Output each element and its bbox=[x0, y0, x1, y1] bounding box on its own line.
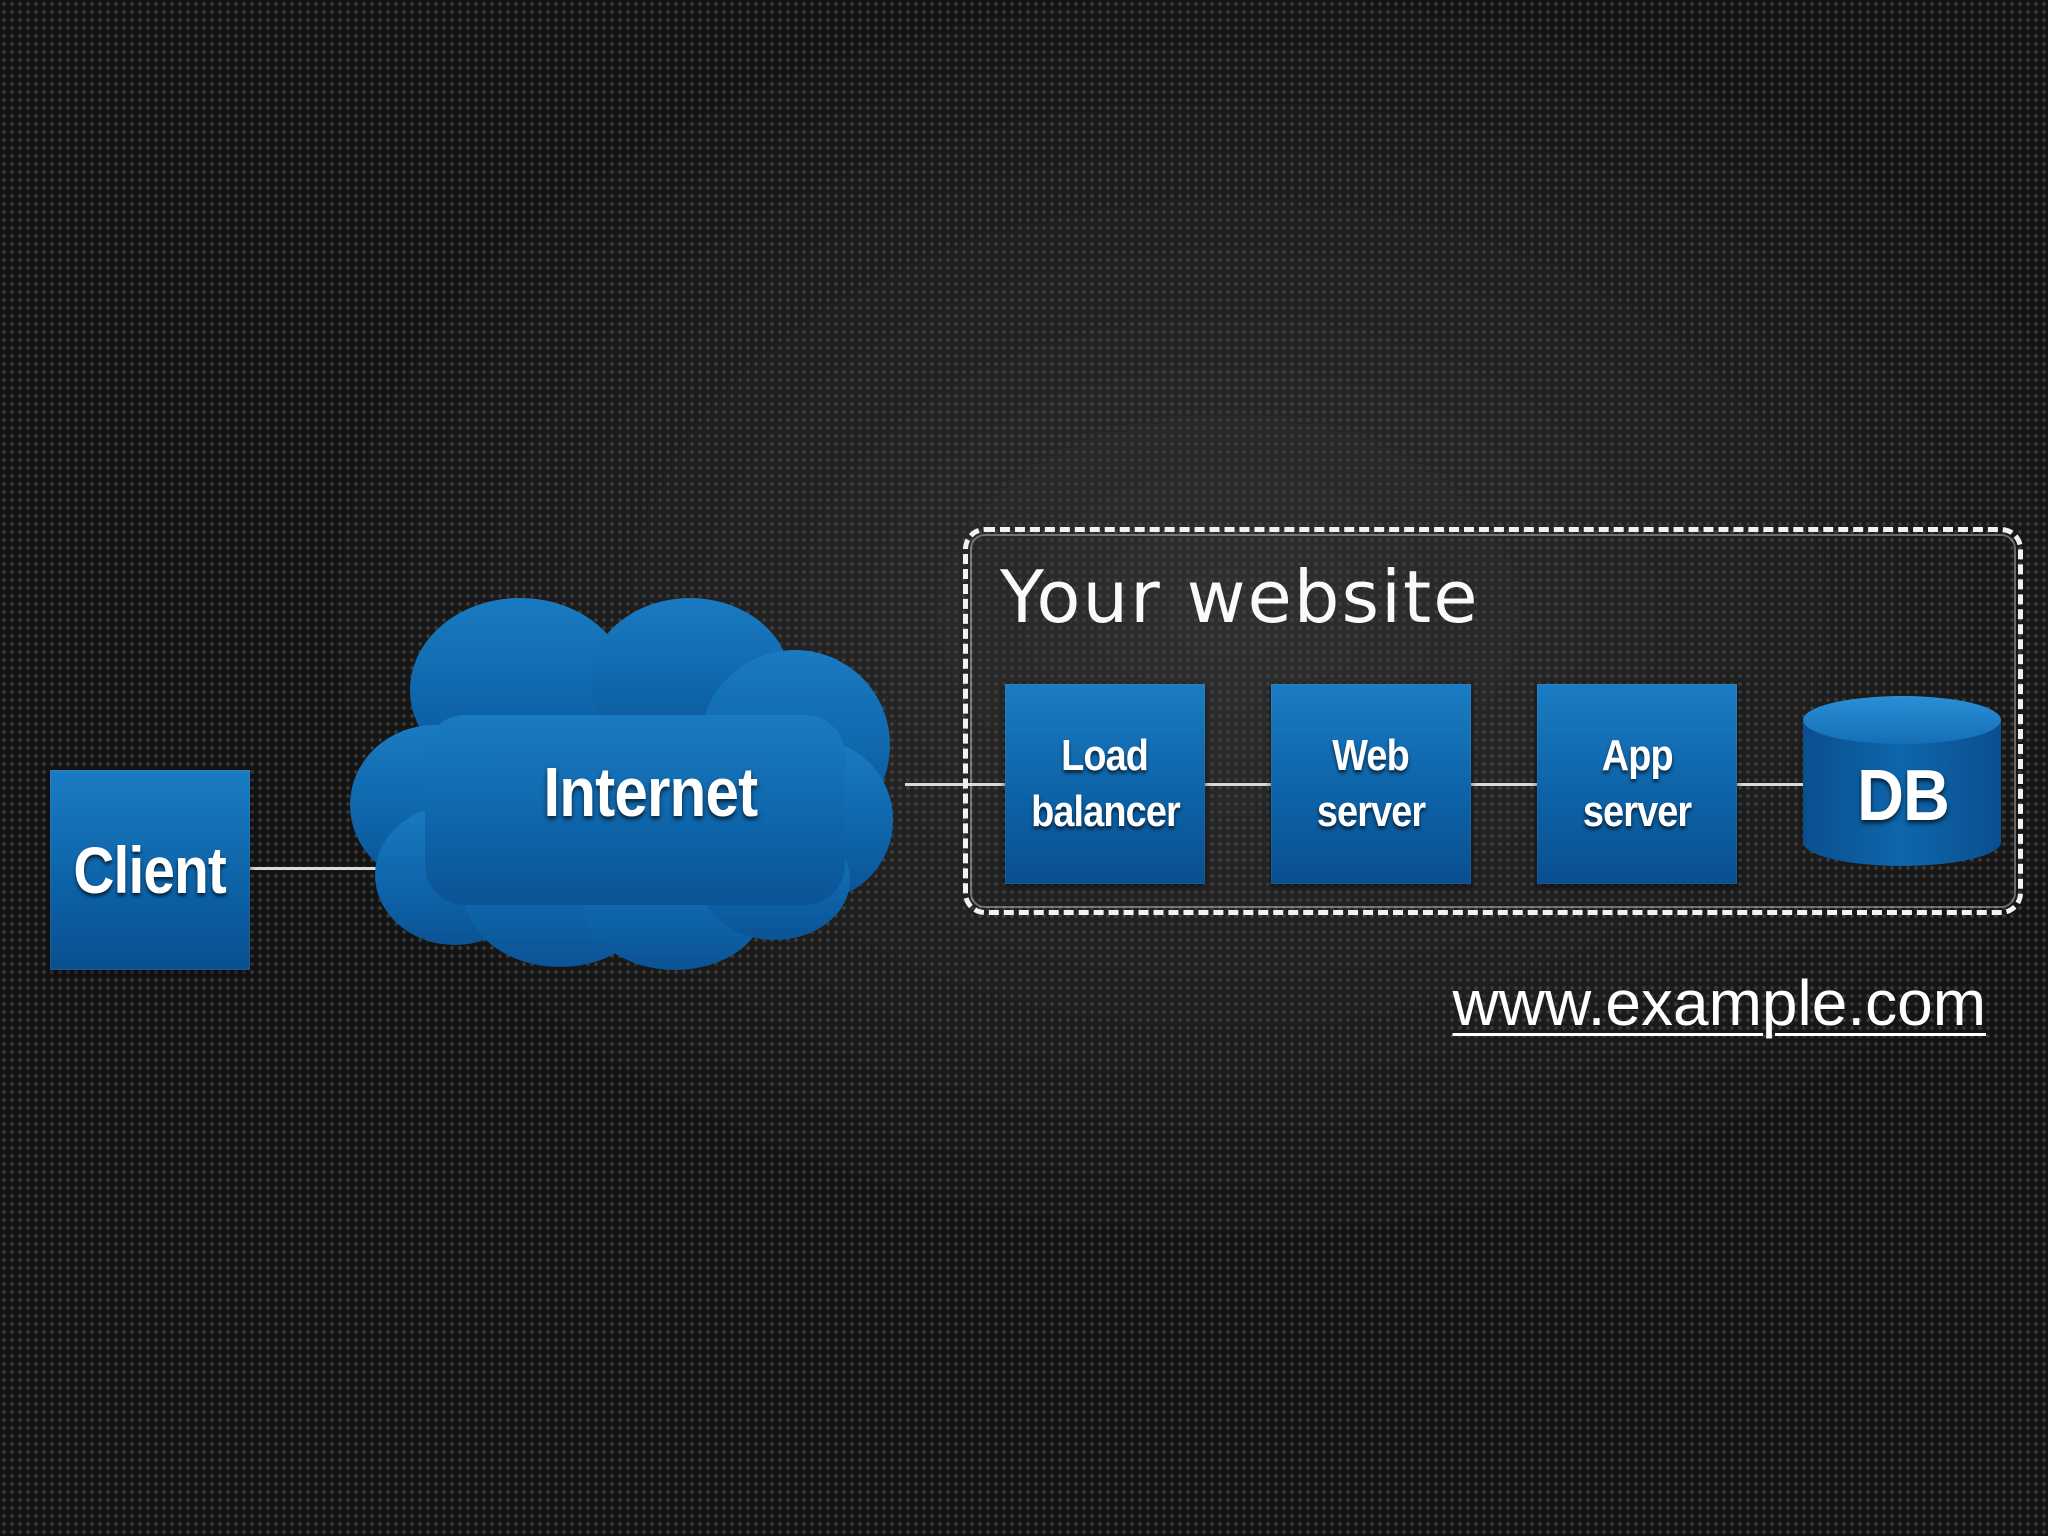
internet-label: Internet bbox=[543, 753, 758, 831]
database-cylinder-icon bbox=[1803, 696, 2001, 866]
web-server-label-line1: Web bbox=[1332, 731, 1410, 780]
internet-cloud-icon bbox=[350, 598, 893, 970]
load-balancer-label-line1: Load bbox=[1061, 731, 1150, 780]
web-server-node: Web server bbox=[1271, 684, 1471, 884]
web-server-label-line2: server bbox=[1316, 787, 1426, 836]
website-group-boundary bbox=[963, 527, 2023, 915]
load-balancer-label-line2: balancer bbox=[1030, 787, 1181, 836]
app-server-label-line2: server bbox=[1582, 787, 1692, 836]
connector-internet-load-balancer bbox=[905, 783, 1005, 786]
connector-web-server-app-server bbox=[1471, 783, 1539, 786]
website-group-title: Your website bbox=[1000, 555, 1480, 639]
connector-app-server-db bbox=[1737, 783, 1807, 786]
website-url-link[interactable]: www.example.com bbox=[1452, 967, 1987, 1039]
app-server-node: App server bbox=[1537, 684, 1737, 884]
connector-load-balancer-web-server bbox=[1205, 783, 1273, 786]
client-node: Client bbox=[50, 770, 250, 970]
db-label: DB bbox=[1856, 756, 1950, 836]
app-server-label-line1: App bbox=[1601, 731, 1674, 780]
connector-client-internet bbox=[250, 867, 380, 870]
client-label: Client bbox=[73, 833, 227, 907]
load-balancer-node: Load balancer bbox=[1005, 684, 1205, 884]
